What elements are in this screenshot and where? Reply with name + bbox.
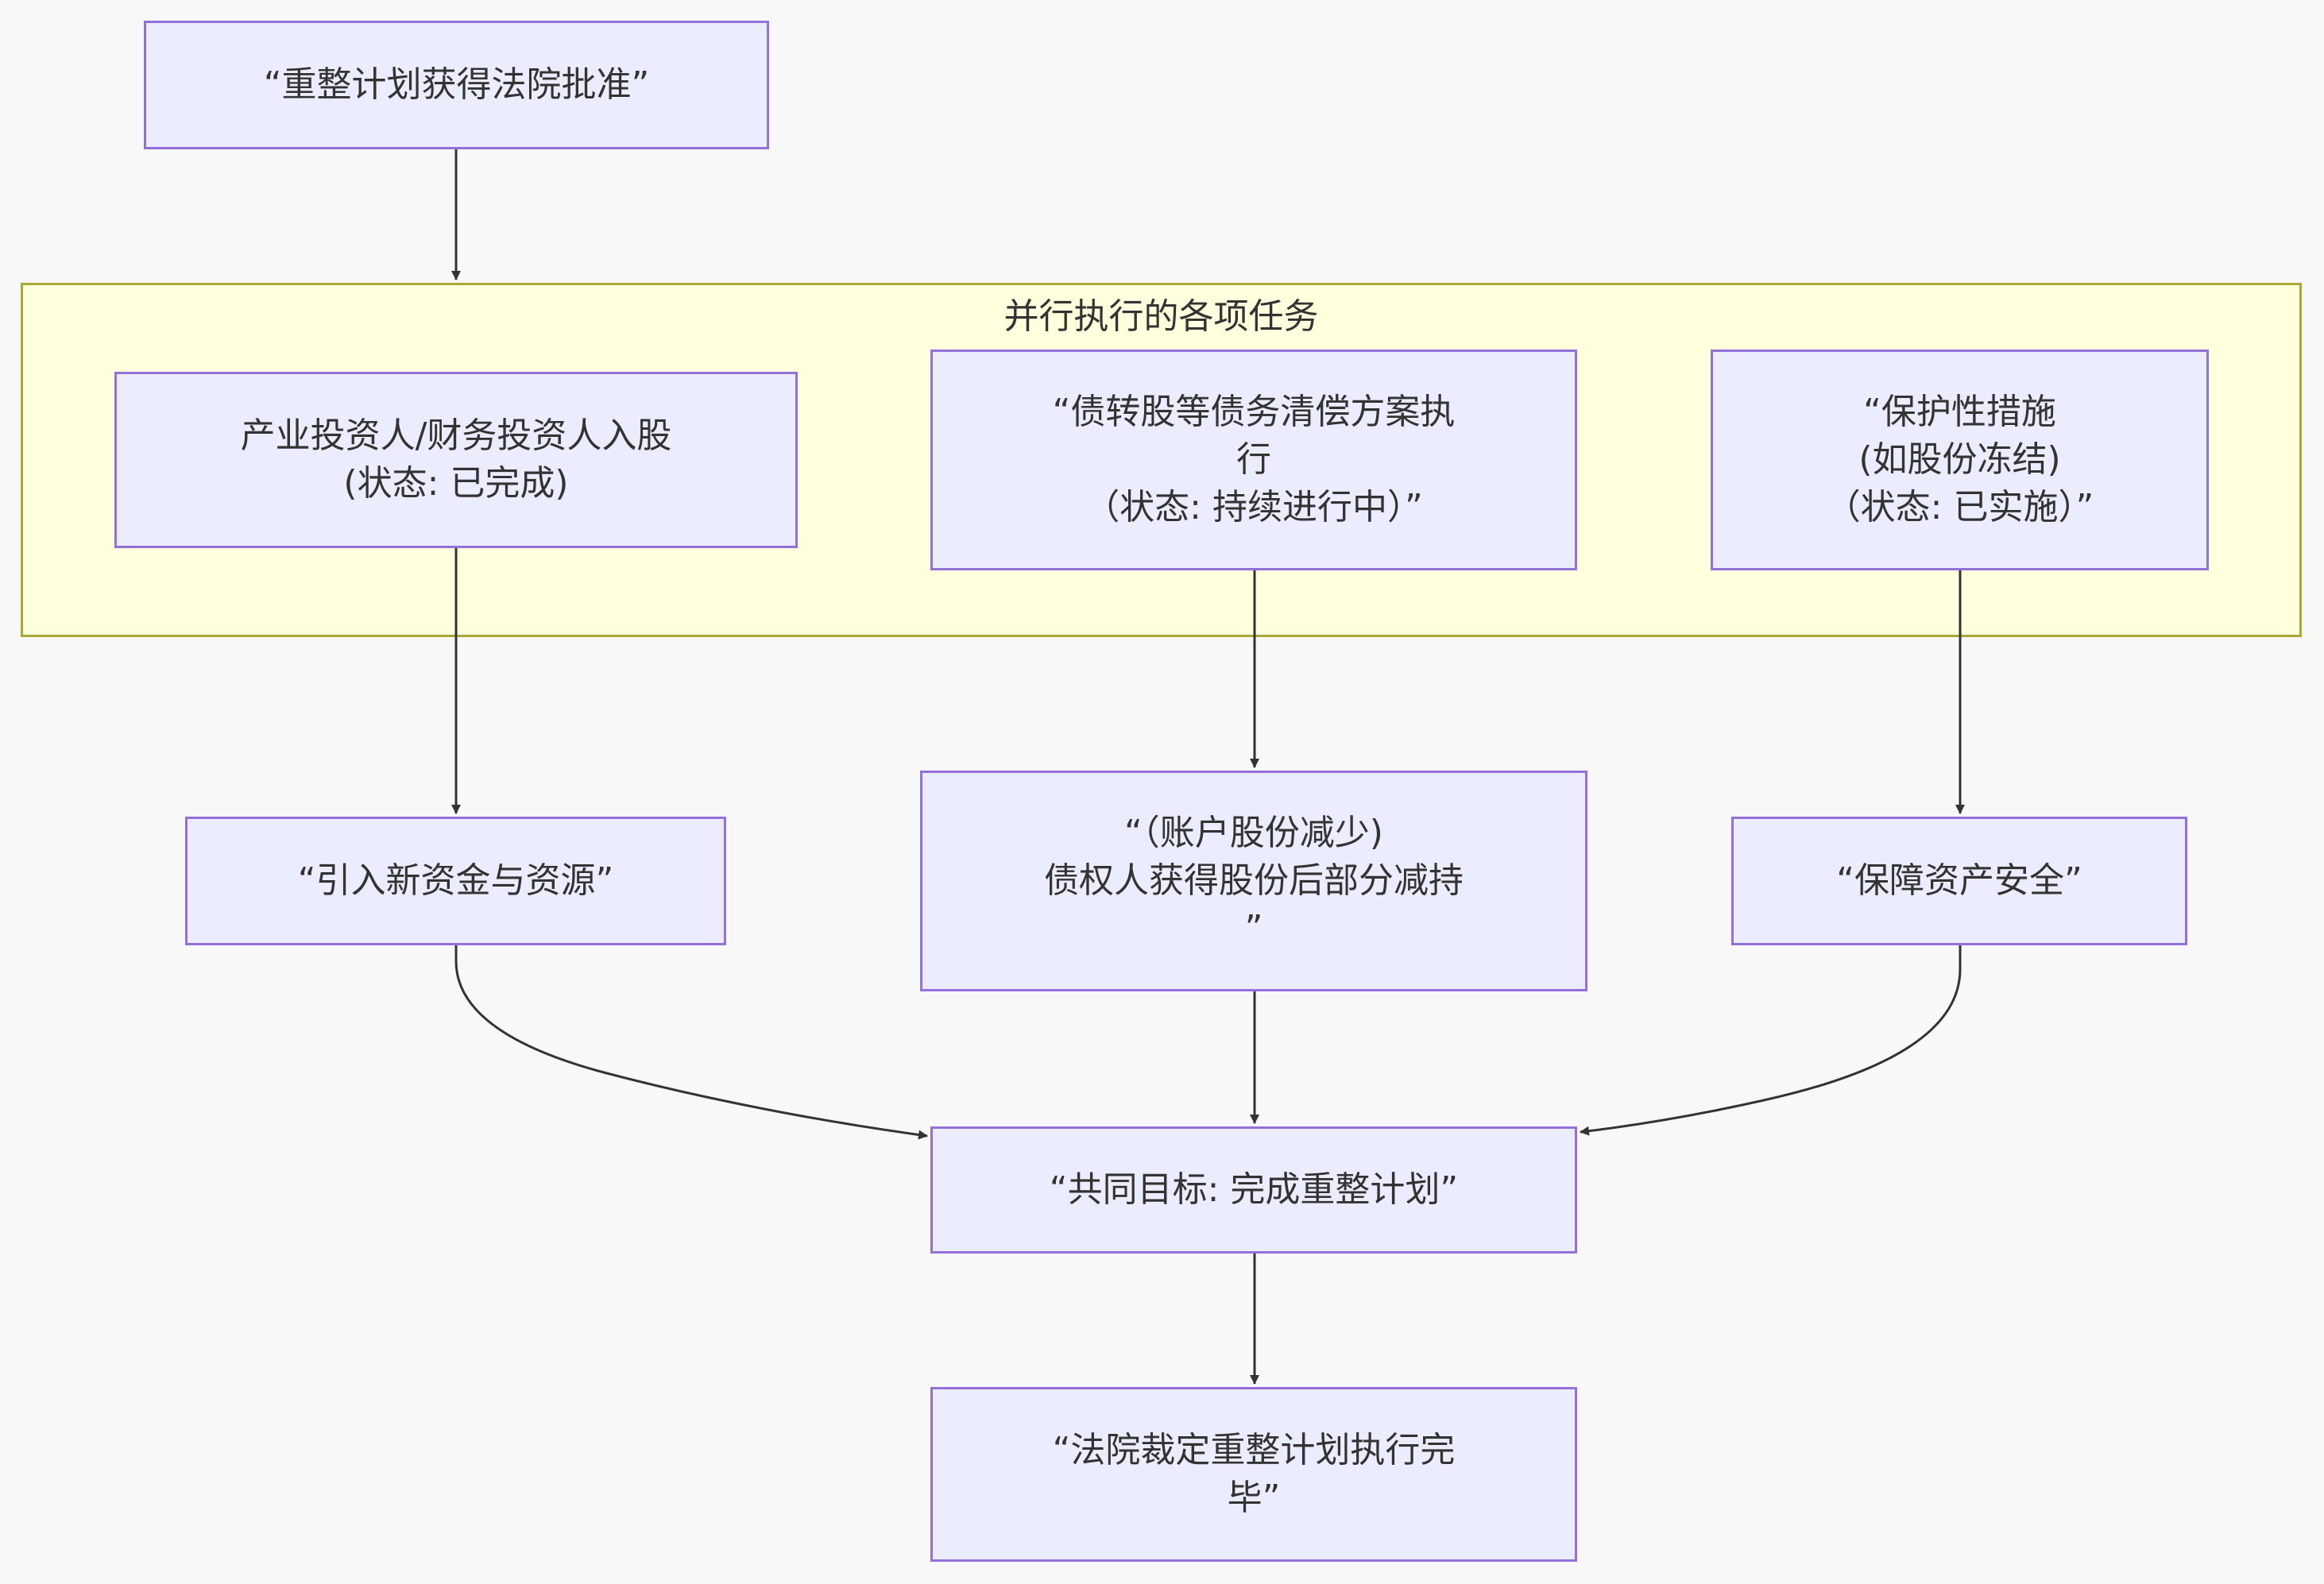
edge-new-funds-to-goal: [454, 945, 928, 1140]
node-new-funds[interactable]: “引入新资金与资源”: [185, 817, 726, 945]
subgraph-title: 并行执行的各项任务: [1003, 296, 1319, 337]
node-common-goal[interactable]: “共同目标: 完成重整计划”: [930, 1126, 1577, 1254]
node-court-approval[interactable]: “重整计划获得法院批准”: [144, 21, 769, 149]
edge-asset-safety-to-goal: [1580, 945, 1962, 1136]
node-debt-equity-swap[interactable]: “债转股等债务清偿方案执 行 （状态: 持续进行中）”: [930, 350, 1577, 570]
node-asset-safety[interactable]: “保障资产安全”: [1731, 817, 2187, 945]
node-plan-completion[interactable]: “法院裁定重整计划执行完 毕”: [930, 1387, 1577, 1562]
node-share-reduction[interactable]: “（账户股份减少) 债权人获得股份后部分减持 ”: [920, 771, 1587, 991]
node-investors-entry[interactable]: 产业投资人/财务投资人入股 (状态: 已完成): [114, 372, 798, 548]
node-protective-measures[interactable]: “保护性措施 (如股份冻结) （状态: 已实施）”: [1711, 350, 2209, 570]
